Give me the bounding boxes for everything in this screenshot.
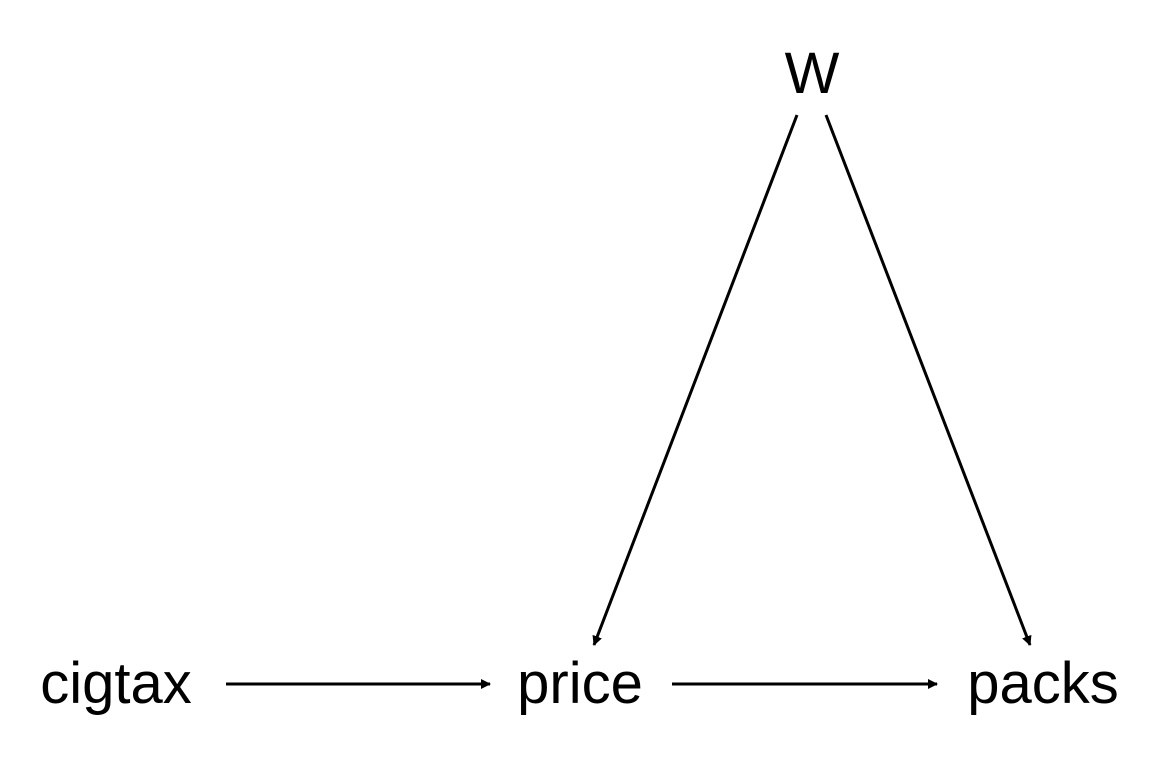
node-price: price bbox=[517, 651, 643, 716]
node-cigtax: cigtax bbox=[40, 651, 192, 716]
node-w: W bbox=[784, 41, 840, 106]
edge-w-to-price bbox=[592, 114, 799, 646]
edge-w-to-packs bbox=[824, 114, 1032, 646]
node-packs: packs bbox=[967, 651, 1119, 716]
